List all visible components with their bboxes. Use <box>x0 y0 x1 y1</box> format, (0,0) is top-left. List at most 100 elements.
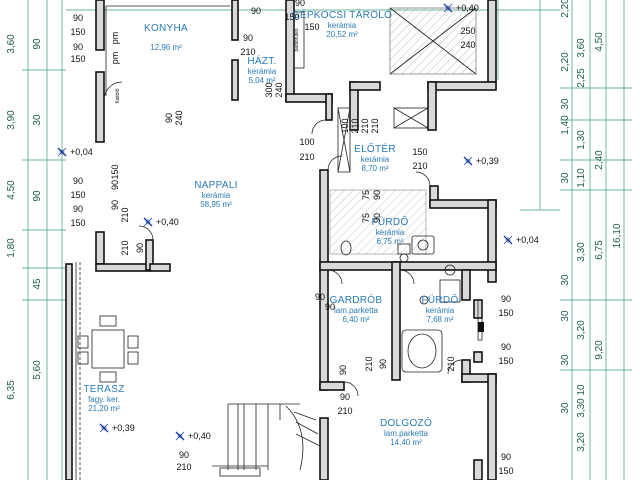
room-name-nappali: NAPPALI <box>194 180 238 191</box>
sanitary-fixtures <box>340 235 435 305</box>
right-dimension-c-8: 30 <box>560 354 571 366</box>
right-dimension-b-0: 4,50 <box>594 32 605 52</box>
left-dimension-outer-0: 3,60 <box>6 34 17 54</box>
right-dimension-c-0: 2,20 <box>560 0 571 18</box>
level-value-3: +0,39 <box>476 156 499 166</box>
opening-label-12: 100 <box>299 137 314 147</box>
opening-label-13: 210 <box>299 152 314 162</box>
bathroom-hatched-area <box>329 189 427 255</box>
room-material-eloter: kerámia <box>361 155 390 164</box>
right-dimension-c-6: 30 <box>560 274 571 286</box>
opening-label-26: 90 <box>73 204 83 214</box>
opening-label-34: 90 <box>378 359 388 369</box>
right-dimension-a-4: 3,30 <box>576 242 587 262</box>
opening-label-44: 210 <box>176 462 191 472</box>
chimney-label: füstölő <box>115 88 121 103</box>
right-dimension-c-9: 30 <box>560 402 571 414</box>
level-marker-6 <box>175 431 185 441</box>
underfloor-heating-label: padlófűtés <box>294 28 300 52</box>
opening-label-11: 240 <box>274 82 284 97</box>
room-area-terasz: 21,20 m² <box>88 404 120 413</box>
room-material-furdo1: kerámia <box>376 228 405 237</box>
right-dimension-b-3: 9,20 <box>594 340 605 360</box>
opening-label-27: 150 <box>70 218 85 228</box>
opening-label-9: 240 <box>174 110 184 125</box>
opening-label-14: 100 <box>340 118 350 133</box>
opening-label-5: pm <box>110 32 120 45</box>
level-markers <box>57 3 513 441</box>
opening-label-43: 90 <box>340 392 350 402</box>
right-dimension-c-2: 16,10 <box>612 223 623 248</box>
room-material-gardrob: lam.parketta <box>334 306 379 315</box>
left-dimension-inner-0: 90 <box>32 38 43 50</box>
opening-label-31: 210 <box>120 207 130 222</box>
left-dimension-outer-1: 3,90 <box>6 110 17 130</box>
bathtub <box>401 329 443 373</box>
opening-label-8: 90 <box>164 113 174 123</box>
room-area-hazt: 5,04 m² <box>248 76 275 85</box>
room-area-gardrob: 6,40 m² <box>342 315 369 324</box>
opening-label-49: 150 <box>110 164 120 179</box>
opening-label-24: 90 <box>73 176 83 186</box>
opening-label-47: 240 <box>460 40 475 50</box>
opening-label-25: 150 <box>70 190 85 200</box>
room-area-furdo2: 7,68 m² <box>426 315 453 324</box>
right-dimension-a-6: 3,30 <box>576 398 587 418</box>
opening-label-35: 210 <box>446 356 456 371</box>
opening-label-50: 90 <box>251 6 261 16</box>
left-dimension-inner-4: 5,60 <box>32 360 43 380</box>
opening-label-0: 90 <box>73 13 83 23</box>
opening-label-51: 150 <box>284 12 299 22</box>
staircase <box>212 403 321 477</box>
room-name-konyha: KONYHA <box>144 23 188 34</box>
opening-label-2: 90 <box>73 42 83 52</box>
left-dimension-outer-2: 4,50 <box>6 180 17 200</box>
room-area-eloter: 8,70 m² <box>361 164 388 173</box>
level-marker-2 <box>143 217 153 227</box>
room-material-gepkocsi: kerámia <box>328 21 357 30</box>
opening-label-39: 150 <box>498 356 513 366</box>
right-dimension-lines <box>497 0 632 480</box>
opening-label-17: 210 <box>370 118 380 133</box>
opening-label-52: 90 <box>295 0 305 8</box>
room-area-gepkocsi: 20,52 m² <box>326 30 358 39</box>
opening-label-15: 210 <box>350 118 360 133</box>
right-dimension-a-3: 1,10 <box>576 168 587 188</box>
right-dimension-c-5: 30 <box>560 172 571 184</box>
right-dimension-c-7: 30 <box>560 310 571 322</box>
room-name-furdo1: FÜRDŐ <box>371 214 408 228</box>
opening-label-22: 75 <box>361 213 371 223</box>
room-area-furdo1: 6,75 m² <box>376 237 403 246</box>
opening-label-38: 90 <box>501 342 511 352</box>
right-dimension-c-3: 30 <box>560 98 571 110</box>
opening-label-46: 250 <box>460 26 475 36</box>
right-dimension-c-10: 1,40 <box>560 115 571 135</box>
room-name-eloter: ELŐTÉR <box>354 141 396 155</box>
opening-label-18: 150 <box>412 147 427 157</box>
opening-label-36: 90 <box>501 294 511 304</box>
level-marker-5 <box>99 423 109 433</box>
opening-label-33: 210 <box>364 356 374 371</box>
level-marker-4 <box>503 235 513 245</box>
opening-label-20: 75 <box>361 190 371 200</box>
room-material-dolgozo: lam.parketta <box>384 429 429 438</box>
opening-label-7: 210 <box>240 47 255 57</box>
opening-label-41: 150 <box>498 466 513 476</box>
left-dimension-inner-2: 90 <box>32 190 43 202</box>
left-dimension-outer-3: 1,80 <box>6 238 17 258</box>
opening-label-48: 90 <box>110 200 120 210</box>
right-dimension-a-1: 2,25 <box>576 68 587 88</box>
level-marker-3 <box>463 156 473 166</box>
opening-label-6: 90 <box>243 33 253 43</box>
opening-label-37: 150 <box>498 308 513 318</box>
level-value-4: +0,04 <box>516 235 539 245</box>
level-value-5: +0,39 <box>112 423 135 433</box>
opening-label-29: 210 <box>120 240 130 255</box>
left-dimension-lines <box>22 0 66 480</box>
closet <box>337 107 351 173</box>
room-material-hazt: kerámia <box>248 67 277 76</box>
right-dimension-c-1: 2,20 <box>560 52 571 72</box>
